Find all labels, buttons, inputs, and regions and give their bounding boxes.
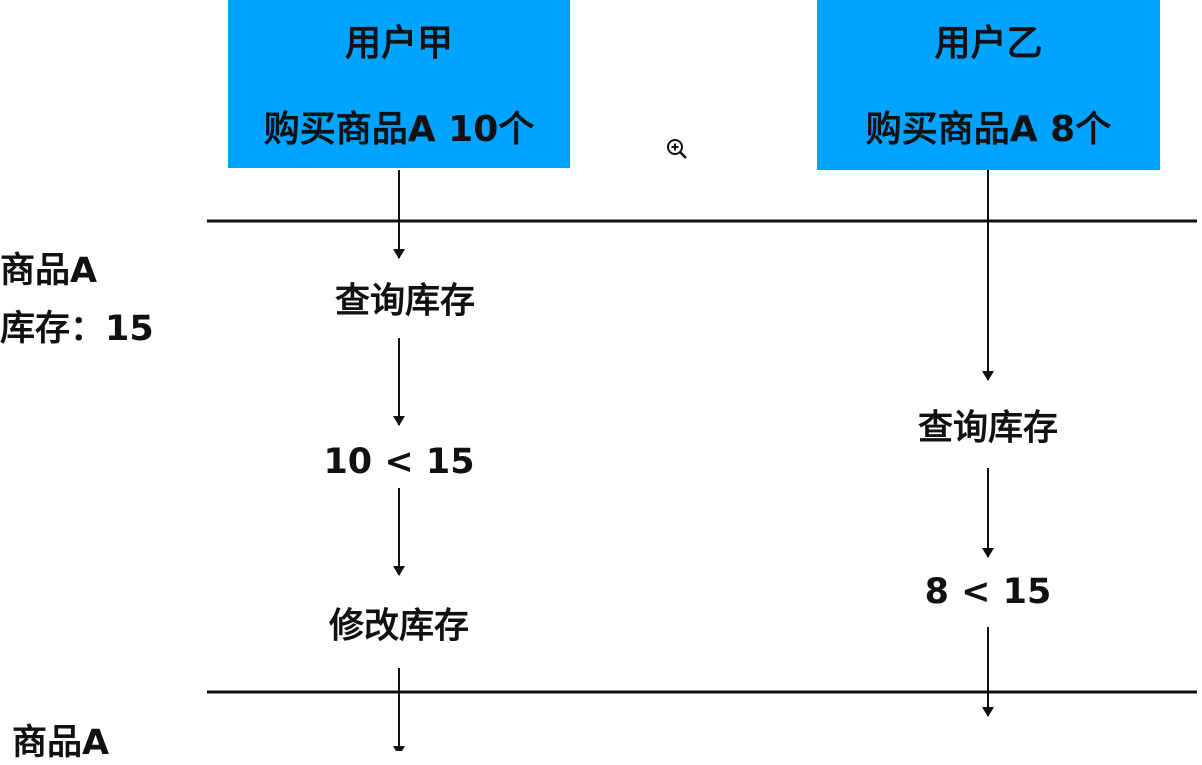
flow-a-query: 查询库存 <box>334 281 476 322</box>
user-b-action: 购买商品A 8个 <box>865 109 1112 150</box>
zoom-in-icon <box>667 139 687 159</box>
flow-b-query: 查询库存 <box>917 408 1059 449</box>
product-label: 商品A <box>0 251 98 291</box>
user-a-box: 用户甲 购买商品A 10个 <box>228 0 570 168</box>
user-a-action: 购买商品A 10个 <box>263 109 535 150</box>
user-b-name: 用户乙 <box>934 23 1043 64</box>
flow-a-update: 修改库存 <box>328 606 470 647</box>
flow-a-compare: 10 < 15 <box>323 442 475 482</box>
user-a-name: 用户甲 <box>344 23 453 64</box>
stock-label: 库存：15 <box>0 309 154 349</box>
product-label-bottom: 商品A <box>12 723 110 763</box>
flow-b-compare: 8 < 15 <box>924 572 1052 612</box>
user-b-box: 用户乙 购买商品A 8个 <box>817 0 1160 170</box>
